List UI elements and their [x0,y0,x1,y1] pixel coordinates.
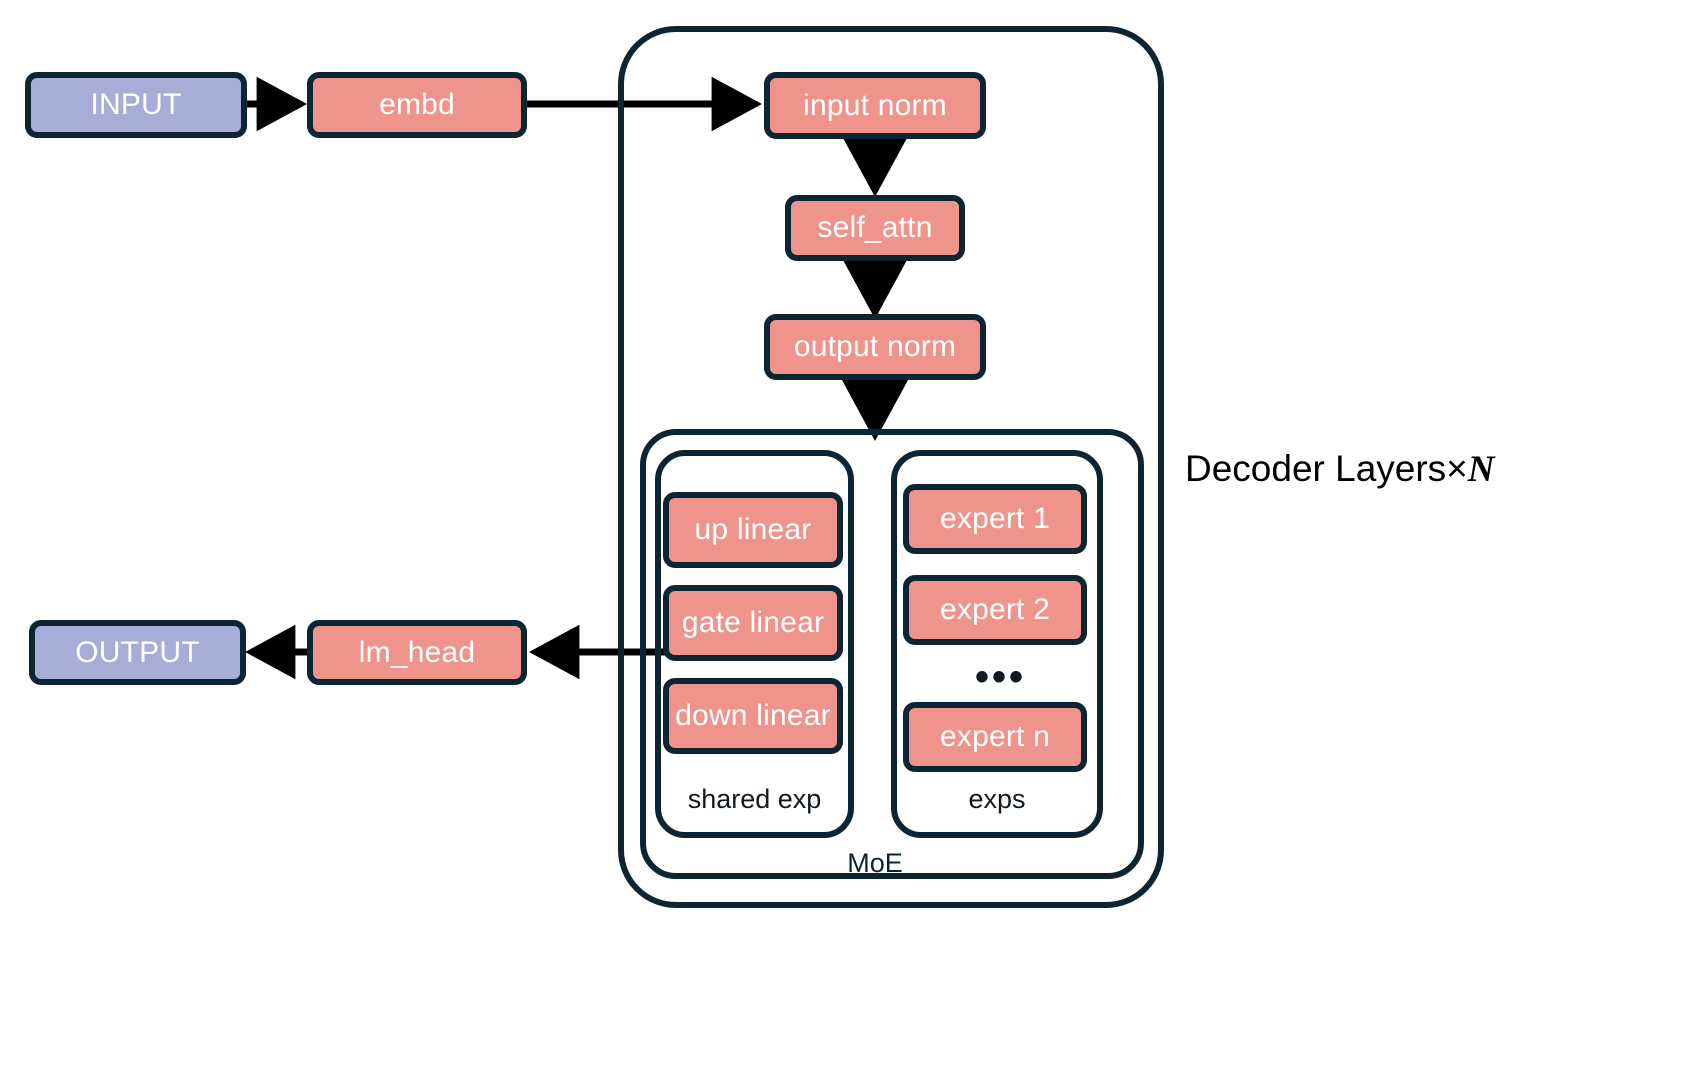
expert-2-label: expert 2 [940,593,1050,626]
decoder-layers-container [618,26,1164,908]
down-linear-label: down linear [675,699,831,732]
expert-1-label: expert 1 [940,502,1050,535]
input-norm-node[interactable]: input norm [764,72,986,139]
embd-node-label: embd [379,88,455,121]
lm-head-node[interactable]: lm_head [307,620,527,685]
decoder-layers-count-variable: N [1467,449,1495,490]
expert-n-node[interactable]: expert n [903,702,1087,772]
up-linear-label: up linear [694,513,812,546]
up-linear-node[interactable]: up linear [663,492,843,568]
input-node[interactable]: INPUT [25,72,247,138]
input-node-label: INPUT [90,88,182,121]
experts-group [891,450,1103,838]
shared-expert-group [655,450,854,838]
moe-caption: MoE [847,848,903,878]
moe-container [640,429,1144,879]
embd-node[interactable]: embd [307,72,527,138]
decoder-layers-title: Decoder Layers×N [1185,450,1495,488]
gate-linear-label: gate linear [681,606,825,639]
output-norm-node[interactable]: output norm [764,314,986,380]
expert-n-label: expert n [940,720,1050,753]
output-node-label: OUTPUT [75,635,200,669]
output-node[interactable]: OUTPUT [29,620,246,685]
output-norm-label: output norm [793,330,957,363]
self-attn-node[interactable]: self_attn [785,195,965,261]
experts-caption: exps [968,784,1026,814]
decoder-layers-title-text: Decoder Layers× [1185,448,1468,489]
self-attn-label: self_attn [817,211,933,244]
input-norm-label: input norm [803,88,947,122]
shared-expert-caption: shared exp [687,784,822,814]
down-linear-node[interactable]: down linear [663,678,843,754]
expert-2-node[interactable]: expert 2 [903,575,1087,645]
expert-1-node[interactable]: expert 1 [903,484,1087,554]
gate-linear-node[interactable]: gate linear [663,585,843,661]
experts-ellipsis: ••• [975,655,1027,699]
lm-head-label: lm_head [358,635,476,669]
